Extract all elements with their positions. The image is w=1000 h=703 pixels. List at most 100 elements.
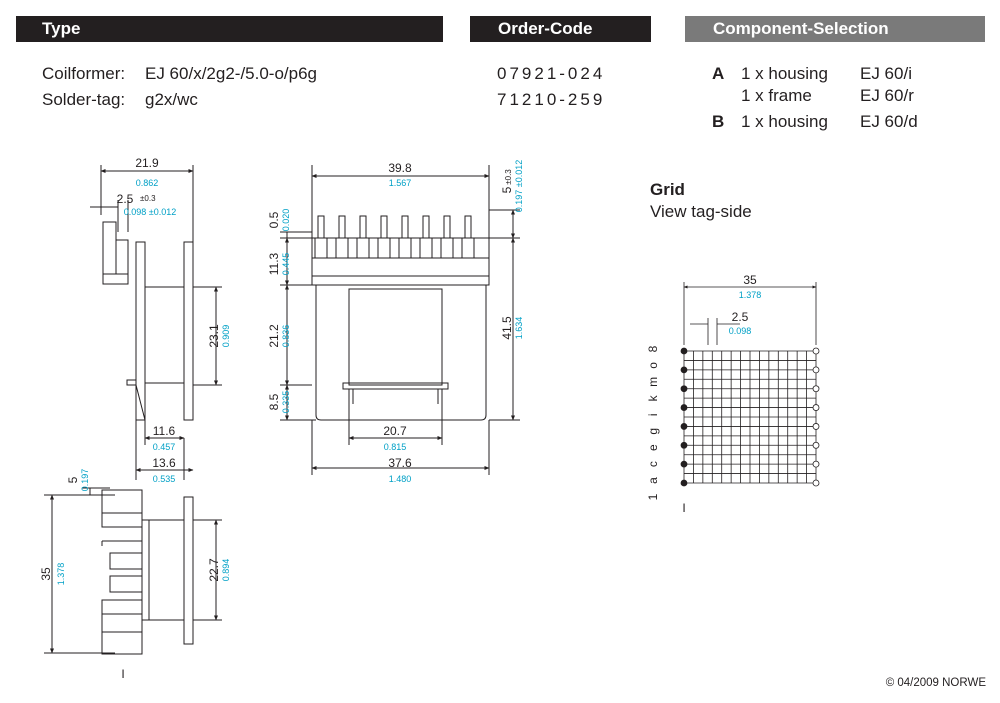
- grid-row-label: a: [646, 477, 660, 484]
- grid-pin-open: [812, 404, 820, 411]
- dim-21-2: 21.2: [267, 324, 281, 348]
- dim-8-5-in: 0.335: [281, 391, 291, 414]
- grid-pin-filled: [680, 479, 688, 487]
- dim-0-5: 0.5: [267, 211, 281, 228]
- grid-pin-open: [812, 479, 820, 487]
- dim-35: 35: [39, 567, 53, 581]
- grid-row-label: c: [646, 461, 660, 467]
- front-view: [280, 165, 520, 475]
- grid-row-label: o: [646, 362, 660, 369]
- coilformer-order-code: 07921-024: [497, 64, 606, 83]
- grid-pin-filled: [680, 404, 688, 411]
- dim-8-5: 8.5: [267, 393, 281, 410]
- rotated-dimension-labels: 23.1 0.909 0.5 0.020 11.3 0.445 21.2 0.8…: [39, 160, 524, 586]
- grid-subtitle: View tag-side: [650, 202, 752, 221]
- dim-39-8: 39.8: [388, 161, 412, 175]
- grid-pin-open: [812, 423, 820, 430]
- grid-title: Grid: [650, 180, 685, 199]
- component-b-part-1: EJ 60/d: [860, 112, 918, 131]
- dim-23-1-in: 0.909: [221, 325, 231, 348]
- dimension-labels: 21.9 0.862 2.5 ±0.3 0.098 ±0.012 11.6 0.…: [117, 156, 762, 681]
- grid-dim-2-5: 2.5: [732, 310, 749, 324]
- coilformer-value: EJ 60/x/2g2-/5.0-o/p6g: [145, 64, 318, 83]
- grid-lines: [683, 350, 817, 484]
- grid-pin-open: [812, 366, 820, 374]
- component-selection-header: Component-Selection: [685, 16, 985, 42]
- dim-20-7-in: 0.815: [384, 442, 407, 452]
- dim-5-in: 0.197 ±0.012: [514, 160, 524, 212]
- dim-11-6-in: 0.457: [153, 442, 176, 452]
- grid-row-label: k: [646, 394, 660, 401]
- front-pins: [314, 215, 475, 259]
- grid-row-label: 1: [646, 493, 660, 500]
- dim-2-5-tol: ±0.3: [140, 194, 156, 203]
- dim-39-8-in: 1.567: [389, 178, 412, 188]
- dim-5b: 5: [66, 476, 80, 483]
- grid-dim-35: 35: [743, 273, 757, 287]
- grid-row-label: e: [646, 444, 660, 451]
- solder-tag-label: Solder-tag:: [42, 90, 126, 109]
- type-header: Type: [16, 16, 443, 42]
- grid-row-label: i: [646, 413, 660, 416]
- copyright-footer: © 04/2009 NORWE: [885, 677, 986, 689]
- dim-2-5: 2.5: [117, 192, 134, 206]
- grid-row-label: 8: [646, 345, 660, 352]
- dim-11-3-in: 0.445: [281, 253, 291, 276]
- dim-37-6: 37.6: [388, 456, 412, 470]
- component-a-part-2: EJ 60/r: [860, 86, 914, 105]
- bottom-view: [44, 487, 222, 655]
- dim-5: 5: [500, 186, 514, 193]
- grid-row-labels: 8 o mk i g e c a 1: [646, 345, 660, 500]
- dim-21-9: 21.9: [135, 156, 159, 170]
- dim-35-in: 1.378: [56, 563, 66, 586]
- component-a-qty-1: 1 x housing: [741, 64, 828, 83]
- solder-tag-value: g2x/wc: [145, 90, 198, 109]
- side-view: [90, 165, 222, 480]
- dim-22-7: 22.7: [207, 558, 221, 582]
- grid-pin-open: [812, 385, 820, 393]
- grid-pin-filled: [680, 366, 688, 374]
- dim-21-2-in: 0.836: [281, 325, 291, 348]
- grid-pin1-mark: I: [682, 501, 685, 515]
- grid-pin-open: [812, 441, 820, 449]
- type-header-label: Type: [42, 19, 81, 38]
- dim-11-3: 11.3: [267, 252, 281, 275]
- component-a-letter: A: [712, 64, 725, 83]
- grid-pin-filled: [680, 441, 688, 449]
- bottom-pin1-mark: I: [121, 667, 124, 681]
- pin-grid: [680, 282, 820, 487]
- component-selection-header-label: Component-Selection: [713, 19, 889, 38]
- grid-pin-filled: [680, 385, 688, 393]
- component-b-qty-1: 1 x housing: [741, 112, 828, 131]
- grid-pin-open: [812, 347, 820, 355]
- dim-21-9-in: 0.862: [136, 178, 159, 188]
- dim-13-6-in: 0.535: [153, 474, 176, 484]
- dim-5-tol: ±0.3: [504, 169, 513, 185]
- component-a-qty-2: 1 x frame: [741, 86, 812, 105]
- dim-2-5-in: 0.098 ±0.012: [124, 207, 176, 217]
- dim-20-7: 20.7: [383, 424, 407, 438]
- grid-pins: [680, 347, 820, 487]
- dim-41-5-in: 1.634: [514, 317, 524, 340]
- dim-23-1: 23.1: [207, 324, 221, 348]
- dim-11-6: 11.6: [153, 424, 176, 438]
- coilformer-label: Coilformer:: [42, 64, 126, 83]
- grid-pin-filled: [680, 423, 688, 430]
- dim-41-5: 41.5: [500, 316, 514, 340]
- component-a-part-1: EJ 60/i: [860, 64, 912, 83]
- dim-0-5-in: 0.020: [281, 209, 291, 232]
- grid-row-label: g: [646, 428, 660, 435]
- grid-pin-filled: [680, 460, 688, 468]
- grid-pin-open: [812, 460, 820, 468]
- order-code-header-label: Order-Code: [498, 19, 593, 38]
- grid-row-label: m: [646, 377, 660, 387]
- component-b-letter: B: [712, 112, 725, 131]
- dim-5b-in: 0.197: [80, 469, 90, 492]
- dim-22-7-in: 0.894: [221, 559, 231, 582]
- grid-pin-filled: [680, 347, 688, 355]
- order-code-header: Order-Code: [470, 16, 651, 42]
- grid-dim-2-5-in: 0.098: [729, 326, 752, 336]
- solder-tag-order-code: 71210-259: [497, 90, 606, 109]
- dim-13-6: 13.6: [152, 456, 176, 470]
